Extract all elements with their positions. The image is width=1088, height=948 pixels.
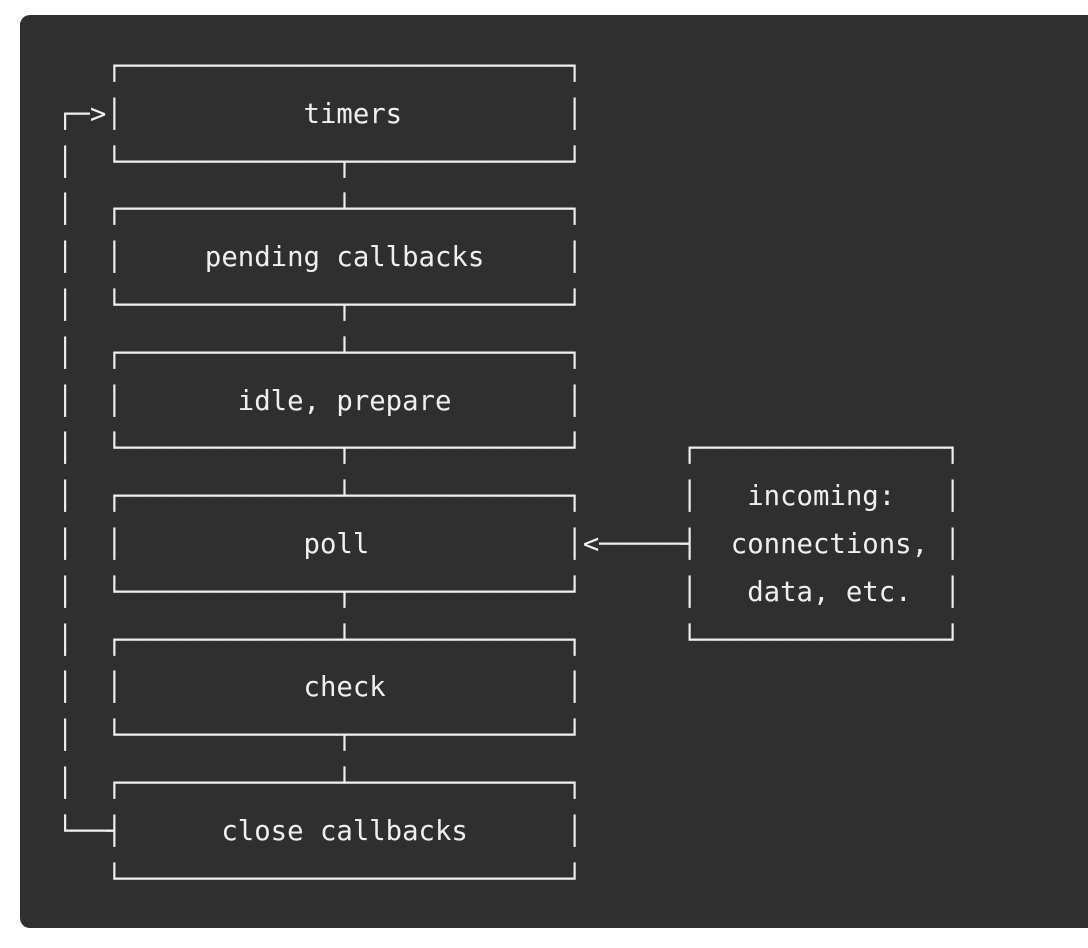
event-loop-ascii-diagram: ┌───────────────────────────┐ ┌─>│ timer… [57,51,961,895]
code-block-panel: ┌───────────────────────────┐ ┌─>│ timer… [20,15,1088,928]
